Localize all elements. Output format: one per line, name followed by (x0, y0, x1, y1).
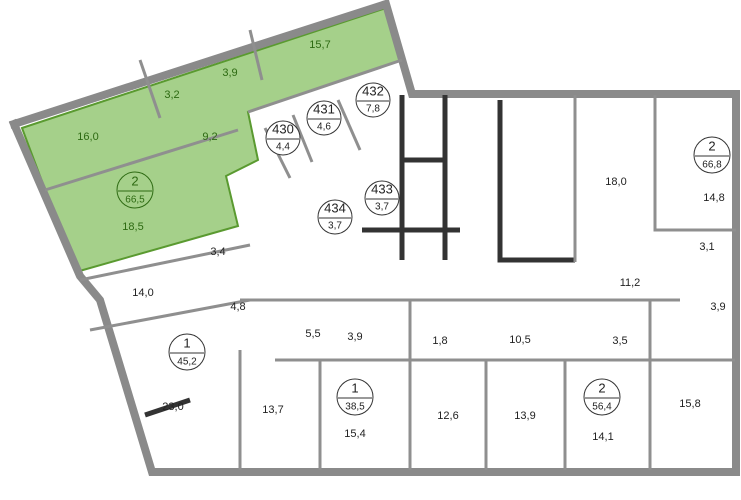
room-area: 18,0 (605, 176, 626, 188)
room-area: 5,5 (305, 328, 320, 340)
room-area: 10,5 (509, 334, 530, 346)
room-area: 16,0 (77, 131, 98, 143)
room-area: 12,6 (437, 410, 458, 422)
room-area: 14,8 (703, 192, 724, 204)
storage-number: 430 (272, 121, 294, 136)
apartment-total-area: 45,2 (177, 357, 197, 368)
storage-area: 3,7 (375, 202, 389, 213)
storage-badge[interactable]: 430 4,4 (265, 120, 301, 156)
apartment-rooms: 2 (708, 138, 715, 153)
room-area: 3,1 (699, 241, 714, 253)
room-area: 3,4 (210, 246, 225, 258)
room-area: 13,7 (262, 404, 283, 416)
apartment-badge[interactable]: 2 56,4 (583, 378, 621, 416)
apartment-rooms: 1 (183, 335, 190, 350)
storage-area: 4,4 (276, 142, 290, 153)
room-area: 4,8 (230, 301, 245, 313)
storage-number: 434 (324, 200, 346, 215)
storage-number: 432 (362, 83, 384, 98)
apartment-rooms: 1 (351, 380, 358, 395)
room-area: 3,9 (347, 331, 362, 343)
room-area: 18,5 (122, 221, 143, 233)
apartment-badge[interactable]: 2 66,8 (693, 136, 731, 174)
apartment-rooms: 2 (131, 173, 138, 188)
room-area: 13,9 (514, 410, 535, 422)
apartment-total-area: 66,8 (702, 160, 722, 171)
storage-badge[interactable]: 434 3,7 (317, 199, 353, 235)
outer-walls (8, 0, 740, 476)
storage-number: 431 (313, 101, 335, 116)
storage-area: 4,6 (317, 122, 331, 133)
storage-number: 433 (371, 181, 393, 196)
apartment-badge[interactable]: 1 38,5 (336, 378, 374, 416)
room-area: 9,2 (202, 131, 217, 143)
apartment-total-area: 38,5 (345, 402, 365, 413)
room-area: 3,5 (612, 335, 627, 347)
room-area: 3,9 (710, 301, 725, 313)
storage-badge[interactable]: 431 4,6 (306, 100, 342, 136)
room-area: 3,9 (222, 67, 237, 79)
storage-area: 7,8 (366, 104, 380, 115)
apartment-total-area: 56,4 (592, 402, 612, 413)
room-area: 15,8 (679, 398, 700, 410)
storage-badge[interactable]: 433 3,7 (364, 180, 400, 216)
room-area: 1,8 (432, 335, 447, 347)
room-area: 15,7 (309, 39, 330, 51)
apartment-rooms: 2 (598, 380, 605, 395)
room-area: 14,0 (132, 287, 153, 299)
room-area: 23,0 (162, 401, 183, 413)
storage-badge[interactable]: 432 7,8 (355, 82, 391, 118)
storage-area: 3,7 (328, 221, 342, 232)
room-area: 3,2 (164, 89, 179, 101)
interior-walls (44, 29, 736, 470)
room-area: 14,1 (592, 431, 613, 443)
apartment-total-area: 66,5 (125, 195, 145, 206)
apartment-badge[interactable]: 2 66,5 (116, 171, 154, 209)
room-area: 15,4 (344, 428, 365, 440)
room-area: 11,2 (620, 277, 641, 289)
apartment-badge[interactable]: 1 45,2 (168, 333, 206, 371)
